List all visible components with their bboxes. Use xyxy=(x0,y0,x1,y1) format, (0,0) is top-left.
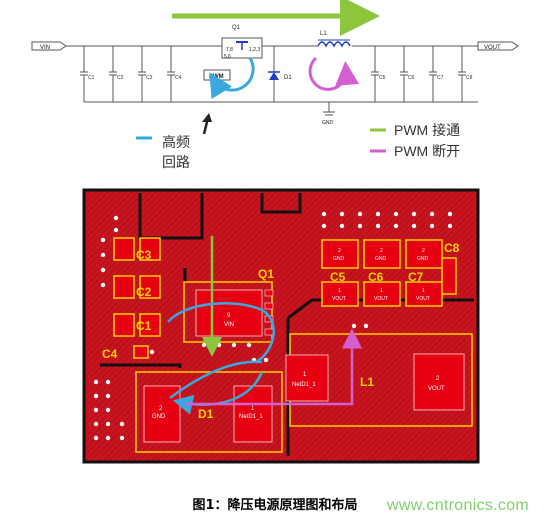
svg-text:1: 1 xyxy=(338,288,341,294)
input-capacitors xyxy=(80,46,175,102)
d1-diode: D1 xyxy=(268,46,292,102)
pcb-c4-label: C4 xyxy=(102,347,118,361)
sch-c1-label: C1 xyxy=(88,75,95,81)
vout-port: VOUT xyxy=(477,41,519,51)
q1-footprint: 9 VIN xyxy=(183,281,274,343)
pcb-c5-label: C5 xyxy=(330,270,346,284)
svg-text:VOUT: VOUT xyxy=(416,296,430,302)
output-capacitors xyxy=(371,46,466,102)
svg-text:VOUT: VOUT xyxy=(484,45,501,51)
svg-text:2: 2 xyxy=(380,248,383,254)
svg-text:5,6: 5,6 xyxy=(224,54,231,60)
pcb-c1-label: C1 xyxy=(136,319,152,333)
svg-text:7,8: 7,8 xyxy=(226,47,233,53)
pcb-c6-label: C6 xyxy=(368,270,384,284)
svg-text:D1: D1 xyxy=(284,75,292,81)
legend-pwm-off: PWM 断开 xyxy=(394,143,460,159)
svg-text:GND: GND xyxy=(322,120,334,126)
svg-text:2: 2 xyxy=(338,248,341,254)
legend-hf-line1: 高频 xyxy=(162,134,190,150)
svg-text:L1: L1 xyxy=(320,31,327,37)
legend: 高频 回路 PWM 接通 PWM 断开 xyxy=(136,113,460,170)
svg-text:NetD1_1: NetD1_1 xyxy=(239,414,263,420)
svg-text:VIN: VIN xyxy=(224,322,234,328)
svg-text:1,2,3: 1,2,3 xyxy=(249,47,260,53)
svg-text:GND: GND xyxy=(375,256,387,262)
svg-text:GND: GND xyxy=(152,414,166,420)
pcb-c2-label: C2 xyxy=(136,285,152,299)
pcb-d1-label: D1 xyxy=(198,407,214,421)
sch-c7-label: C7 xyxy=(437,75,444,81)
svg-text:1: 1 xyxy=(380,288,383,294)
hf-loop-arrow xyxy=(209,57,255,100)
svg-text:1: 1 xyxy=(251,406,255,412)
pointer-arrow xyxy=(202,113,212,135)
sch-c8-label: C8 xyxy=(466,75,473,81)
svg-text:VOUT: VOUT xyxy=(428,386,445,392)
input-cap-pads xyxy=(113,237,161,359)
schematic: VIN C1 C2 C3 C4 Q1 7,8 5,6 1,2,3 xyxy=(31,0,519,126)
watermark-text: www.cntronics.com xyxy=(387,497,530,514)
sch-c3-label: C3 xyxy=(146,75,153,81)
svg-text:1: 1 xyxy=(303,372,307,378)
pcb-c8-label: C8 xyxy=(444,241,460,255)
sch-c5-label: C5 xyxy=(379,75,386,81)
legend-hf-line2: 回路 xyxy=(162,154,190,170)
pcb-hf-loop-mid xyxy=(169,360,263,400)
svg-text:PWM: PWM xyxy=(209,74,224,80)
pcb-l1-label: L1 xyxy=(360,375,374,389)
gnd-symbol: GND xyxy=(322,102,335,126)
figure-caption: 图1：降压电源原理图和布局 xyxy=(192,498,358,513)
pcb-pwm-off-path xyxy=(186,328,362,406)
sch-c4-label: C4 xyxy=(175,75,182,81)
pwm-off-loop-arrow xyxy=(308,56,360,91)
svg-text:1: 1 xyxy=(422,288,425,294)
svg-text:VOUT: VOUT xyxy=(332,296,346,302)
pcb-hf-loop-top xyxy=(167,302,275,364)
output-cap-pads xyxy=(321,239,457,307)
svg-text:2: 2 xyxy=(436,376,440,382)
pcb-q1-label: Q1 xyxy=(258,267,274,281)
svg-text:9: 9 xyxy=(227,313,231,319)
svg-text:Q1: Q1 xyxy=(232,25,241,31)
sch-c6-label: C6 xyxy=(408,75,415,81)
l1-inductor: L1 xyxy=(317,31,351,48)
pwm-tag: PWM xyxy=(203,69,231,81)
svg-text:2: 2 xyxy=(422,248,425,254)
vin-port: VIN xyxy=(31,41,67,51)
pcb-c3-label: C3 xyxy=(136,248,152,262)
svg-text:VOUT: VOUT xyxy=(374,296,388,302)
svg-text:GND: GND xyxy=(417,256,429,262)
legend-pwm-on: PWM 接通 xyxy=(394,122,460,138)
sch-c2-label: C2 xyxy=(117,75,124,81)
svg-text:GND: GND xyxy=(333,256,345,262)
q1-mosfet: Q1 7,8 5,6 1,2,3 xyxy=(221,25,263,60)
l1-footprint: 1 NetD1_1 2 VOUT xyxy=(285,333,473,427)
pcb-c7-label: C7 xyxy=(408,270,424,284)
svg-text:VIN: VIN xyxy=(40,45,50,51)
svg-text:NetD1_1: NetD1_1 xyxy=(292,382,316,388)
svg-text:2: 2 xyxy=(159,406,163,412)
